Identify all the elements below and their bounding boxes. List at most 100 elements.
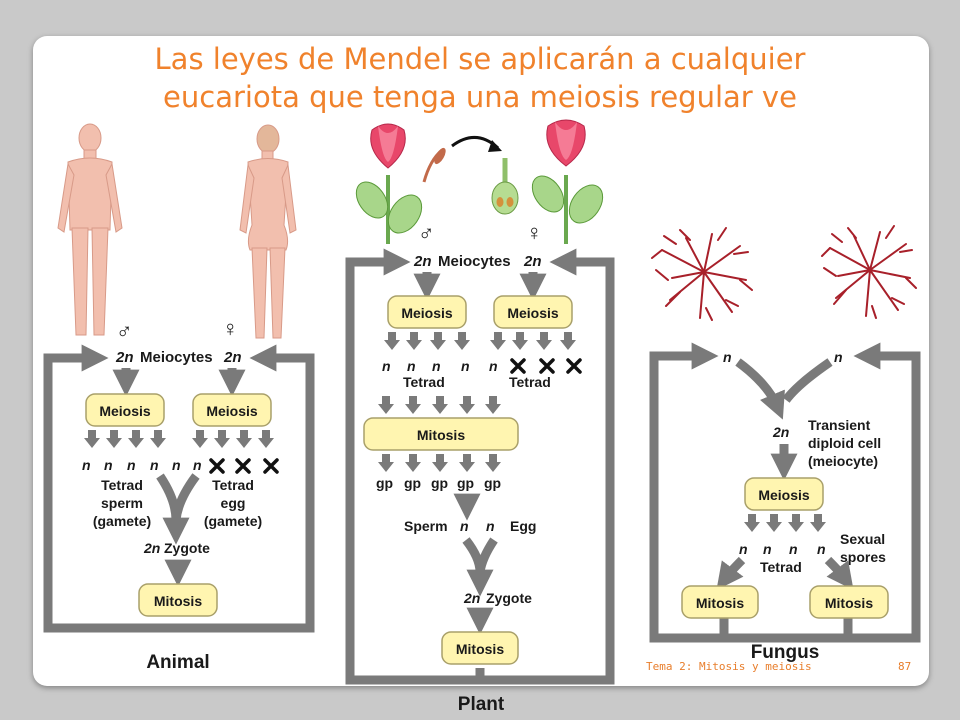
fungus-mitosis-label-left: Mitosis [696,595,744,611]
male-human-figure [57,123,123,336]
plant-cycle-arrow-right [480,248,615,685]
plant-meiosis-label-right: Meiosis [507,305,559,321]
animal-n-2: n [104,457,113,473]
fungus-fusion-arrow-left [735,358,785,420]
animal-mitosis-box [138,583,218,617]
plant-label: Plant [458,694,505,715]
animal-meiocytes-2n-right: 2n [223,349,242,366]
plant-gp-5: gp [484,475,501,491]
animal-fertilization-arrow-left [156,473,190,545]
plant-meiocytes-label: Meiocytes [438,253,511,270]
plant-n-3: n [432,358,441,374]
fungus-spore-n-1: n [739,541,748,557]
fungus-mitosis-label-right: Mitosis [825,595,873,611]
plant-meiocytes-2n-right: 2n [523,253,542,270]
fungus-meiosis-label: Meiosis [758,487,810,503]
title-line-2: eucariota que tenga una meiosis regular … [163,80,797,114]
plant-mitosis-label-upper: Mitosis [417,427,465,443]
fungus-mitosis-box-left [681,585,759,619]
plant-n-2: n [407,358,416,374]
plant-egg-n: n [486,518,495,534]
animal-zygote-label: Zygote [164,540,210,556]
plant-meiosis-box-right [493,295,573,329]
plant-sperm-label: Sperm [404,518,448,534]
animal-n-3: n [127,457,136,473]
animal-fertilization-arrow-right [171,473,200,521]
fungus-transient-line-2: diploid cell [808,435,881,451]
fungus-n-right: n [834,349,843,365]
animal-zygote-2n: 2n [143,540,160,556]
female-flower-illustration [531,119,604,244]
plant-gp-2: gp [404,475,421,491]
plant-tetrad-label-left: Tetrad [403,374,445,390]
animal-label: Animal [146,652,209,673]
animal-meiosis-label-left: Meiosis [99,403,151,419]
fungus-fusion-arrow-right [782,358,833,403]
fungus-spore-n-4: n [817,541,826,557]
animal-tetrad-sperm-1: Tetrad [101,477,143,493]
fungus-sexual-spores-line-1: Sexual [840,531,885,547]
animal-meiosis-output-arrows-left [84,430,166,448]
plant-meiosis-label-left: Meiosis [401,305,453,321]
plant-meiosis-box-left [387,295,467,329]
fungus-arrow-to-mitosis-left [716,556,746,591]
plant-gp-3: gp [431,475,448,491]
animal-meiosis-box-left [85,393,165,427]
plant-mitosis-box-lower [441,631,519,665]
plant-tetrad-label-right: Tetrad [509,374,551,390]
fungus-transient-line-1: Transient [808,417,871,433]
fungus-spore-n-3: n [789,541,798,557]
plant-n-5: n [489,358,498,374]
plant-gp-4: gp [457,475,474,491]
fungus-arrow-to-mitosis-right [824,556,854,591]
fungus-2n-label: 2n [772,424,789,440]
plant-cycle-arrow-left [345,248,480,685]
animal-tetrad-egg-2: egg [221,495,246,511]
plant-arrows-to-mitosis [378,396,501,414]
animal-meiocytes-2n-left: 2n [115,349,134,366]
title-line-1: Las leyes de Mendel se aplicarán a cualq… [154,42,806,76]
fungus-meiosis-output-arrows [744,514,826,532]
animal-cycle-arrow-right [178,344,315,633]
plant-arrows-to-gp [378,454,501,472]
plant-mitosis-label-lower: Mitosis [456,641,504,657]
plant-mitosis-box-upper [363,417,519,451]
plant-gametophyte-labels: gp gp gp gp gp [376,475,501,491]
animal-n-6: n [193,457,202,473]
female-human-figure [239,124,297,339]
plant-panel: ♂ ♀ 2n Meiocytes 2n Meiosis Meiosis n n … [345,119,615,715]
animal-degenerate-x-marks [209,458,279,474]
fungus-spore-n-labels: n n n n [739,541,826,557]
plant-sperm-n: n [460,518,469,534]
slide-title: Las leyes de Mendel se aplicarán a cualq… [30,40,930,116]
animal-male-symbol: ♂ [116,318,133,343]
fungal-mycelium-right-illustration [821,225,917,319]
animal-cycle-arrow-left [43,344,178,633]
animal-meiosis-box-right [192,393,272,427]
fungus-mitosis-box-right [809,585,889,619]
footer-topic: Tema 2: Mitosis y meiosis [646,660,812,673]
fungus-label: Fungus [751,642,820,663]
animal-n-4: n [150,457,159,473]
fungus-cycle-arrow-left [649,342,784,643]
male-flower-illustration [355,123,423,244]
fungus-panel: n n 2n Transient diploid cell (meiocyte)… [649,225,921,663]
animal-tetrad-sperm-3: (gamete) [93,513,151,529]
plant-zygote-label: Zygote [486,590,532,606]
animal-tetrad-sperm-2: sperm [101,495,143,511]
fungus-spore-n-2: n [763,541,772,557]
animal-panel: ♂ ♀ 2n Meiocytes 2n Meiosis Meiosis n n … [43,123,315,673]
fungus-transient-line-3: (meiocyte) [808,453,878,469]
anther-pistil-illustration [422,136,519,215]
animal-n-1: n [82,457,91,473]
animal-meiosis-label-right: Meiosis [206,403,258,419]
plant-degenerate-x-marks [510,358,582,374]
plant-meiosis-output-arrows [384,332,576,350]
plant-n-4: n [461,358,470,374]
animal-meiosis-output-arrows-right [192,430,274,448]
plant-egg-label: Egg [510,518,536,534]
animal-n-5: n [172,457,181,473]
fungus-sexual-spores-line-2: spores [840,549,886,565]
plant-n-labels: n n n n n [382,358,498,374]
